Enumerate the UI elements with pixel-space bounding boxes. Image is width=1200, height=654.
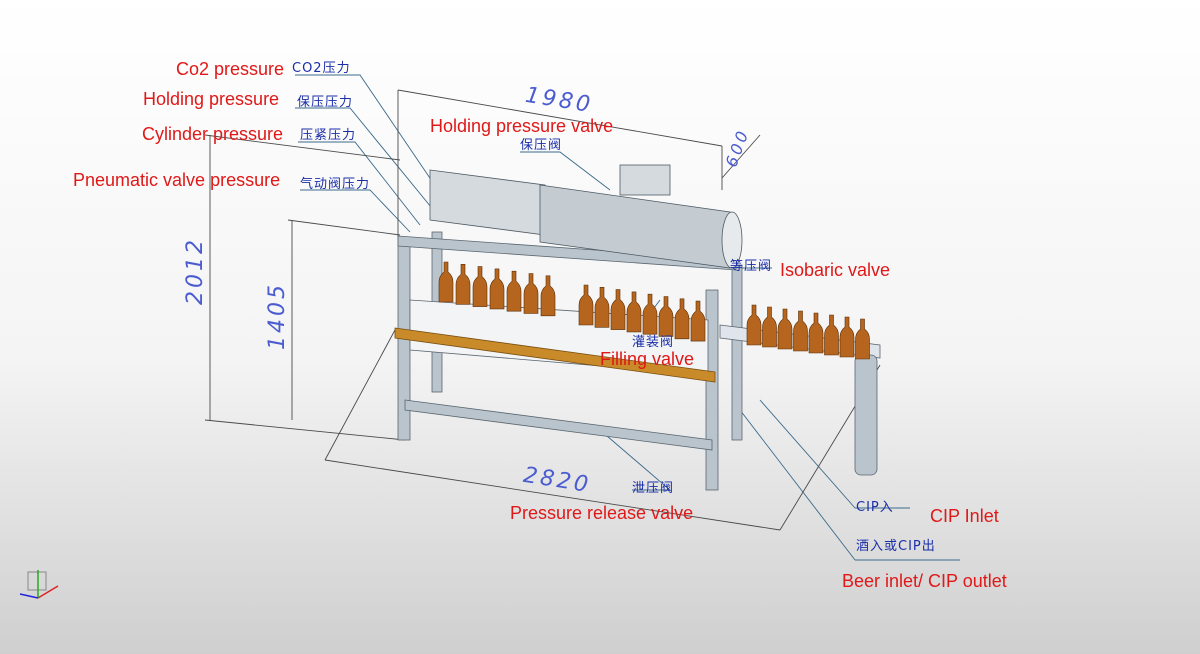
outfeed-leg bbox=[854, 354, 878, 476]
label-pressure-release-valve: Pressure release valve bbox=[510, 503, 694, 523]
leader-beer-2 bbox=[739, 409, 856, 561]
gauge-block bbox=[429, 169, 546, 236]
label-holding-pressure-valve: Holding pressure valve bbox=[430, 116, 614, 136]
dim-1980-line bbox=[397, 89, 723, 147]
bottle bbox=[674, 298, 690, 340]
leader-co2 bbox=[295, 74, 456, 216]
bottle bbox=[626, 291, 642, 333]
holding-valve-box bbox=[619, 164, 671, 196]
orange-rail bbox=[394, 327, 716, 383]
lower-beam bbox=[404, 399, 713, 451]
dim-600-line bbox=[721, 134, 761, 179]
cn-label-cip-inlet: CIP入 bbox=[856, 500, 894, 515]
bottle bbox=[839, 316, 855, 358]
bottle bbox=[658, 296, 674, 337]
dimension-2012: 2012 bbox=[183, 237, 208, 305]
bottle bbox=[523, 273, 539, 314]
label-beer-inlet-cip-outlet: Beer inlet/ CIP outlet bbox=[842, 571, 1007, 591]
cn-label-holding-pressure-valve: 保压阀 bbox=[520, 138, 563, 153]
leader-cip-in-2 bbox=[759, 399, 856, 509]
cn-label-isobaric-valve: 等压阀 bbox=[730, 259, 773, 274]
xyz-axis-triad-icon bbox=[19, 570, 59, 599]
right-back-leg bbox=[731, 264, 743, 441]
bottle bbox=[540, 275, 556, 317]
bottle-group bbox=[438, 261, 870, 360]
cn-label-holding-pressure: 保压压力 bbox=[297, 95, 354, 110]
leader-holding-valve bbox=[520, 151, 611, 191]
bottle bbox=[642, 293, 658, 335]
bottle bbox=[808, 312, 824, 354]
cn-label-co2-pressure: CO2压力 bbox=[292, 61, 351, 76]
cn-label-filling-valve: 灌装阀 bbox=[632, 335, 675, 350]
bottle bbox=[762, 306, 777, 348]
bottle bbox=[690, 300, 706, 342]
bottle bbox=[824, 314, 839, 356]
bottle bbox=[793, 310, 808, 352]
label-cylinder-pressure: Cylinder pressure bbox=[142, 124, 284, 144]
bottle bbox=[578, 284, 594, 326]
dim-2820-line bbox=[324, 459, 781, 531]
pressure-tank bbox=[539, 184, 731, 269]
bottle bbox=[855, 318, 870, 360]
bottle bbox=[455, 264, 471, 305]
label-cip-inlet: CIP Inlet bbox=[930, 506, 999, 526]
tank-assembly bbox=[429, 164, 743, 269]
bottle bbox=[594, 287, 610, 328]
bottle bbox=[777, 308, 793, 350]
dimension-lines bbox=[204, 89, 881, 531]
label-filling-valve: Filling valve bbox=[600, 349, 695, 369]
label-isobaric-valve: Isobaric valve bbox=[780, 260, 891, 280]
bottle bbox=[746, 304, 762, 346]
tank-end bbox=[721, 211, 743, 269]
label-co2-pressure: Co2 pressure bbox=[176, 59, 285, 79]
label-holding-pressure: Holding pressure bbox=[143, 89, 280, 109]
leader-holding bbox=[295, 107, 441, 219]
bottle bbox=[438, 261, 454, 303]
leader-pneumatic bbox=[300, 189, 411, 233]
dimension-1405: 1405 bbox=[265, 282, 290, 350]
bottle bbox=[489, 268, 505, 310]
bottle bbox=[472, 266, 488, 307]
leader-release bbox=[599, 429, 672, 491]
bottle bbox=[610, 289, 626, 330]
cn-label-pneumatic-valve-pressure: 气动阀压力 bbox=[300, 177, 371, 192]
label-pneumatic-valve-pressure: Pneumatic valve pressure bbox=[73, 170, 281, 190]
cn-label-cylinder-pressure: 压紧压力 bbox=[300, 128, 357, 143]
cn-label-pressure-release-valve: 泄压阀 bbox=[632, 481, 675, 496]
cn-label-beer-inlet-cip-outlet: 酒入或CIP出 bbox=[856, 539, 936, 554]
bottle bbox=[506, 270, 522, 312]
